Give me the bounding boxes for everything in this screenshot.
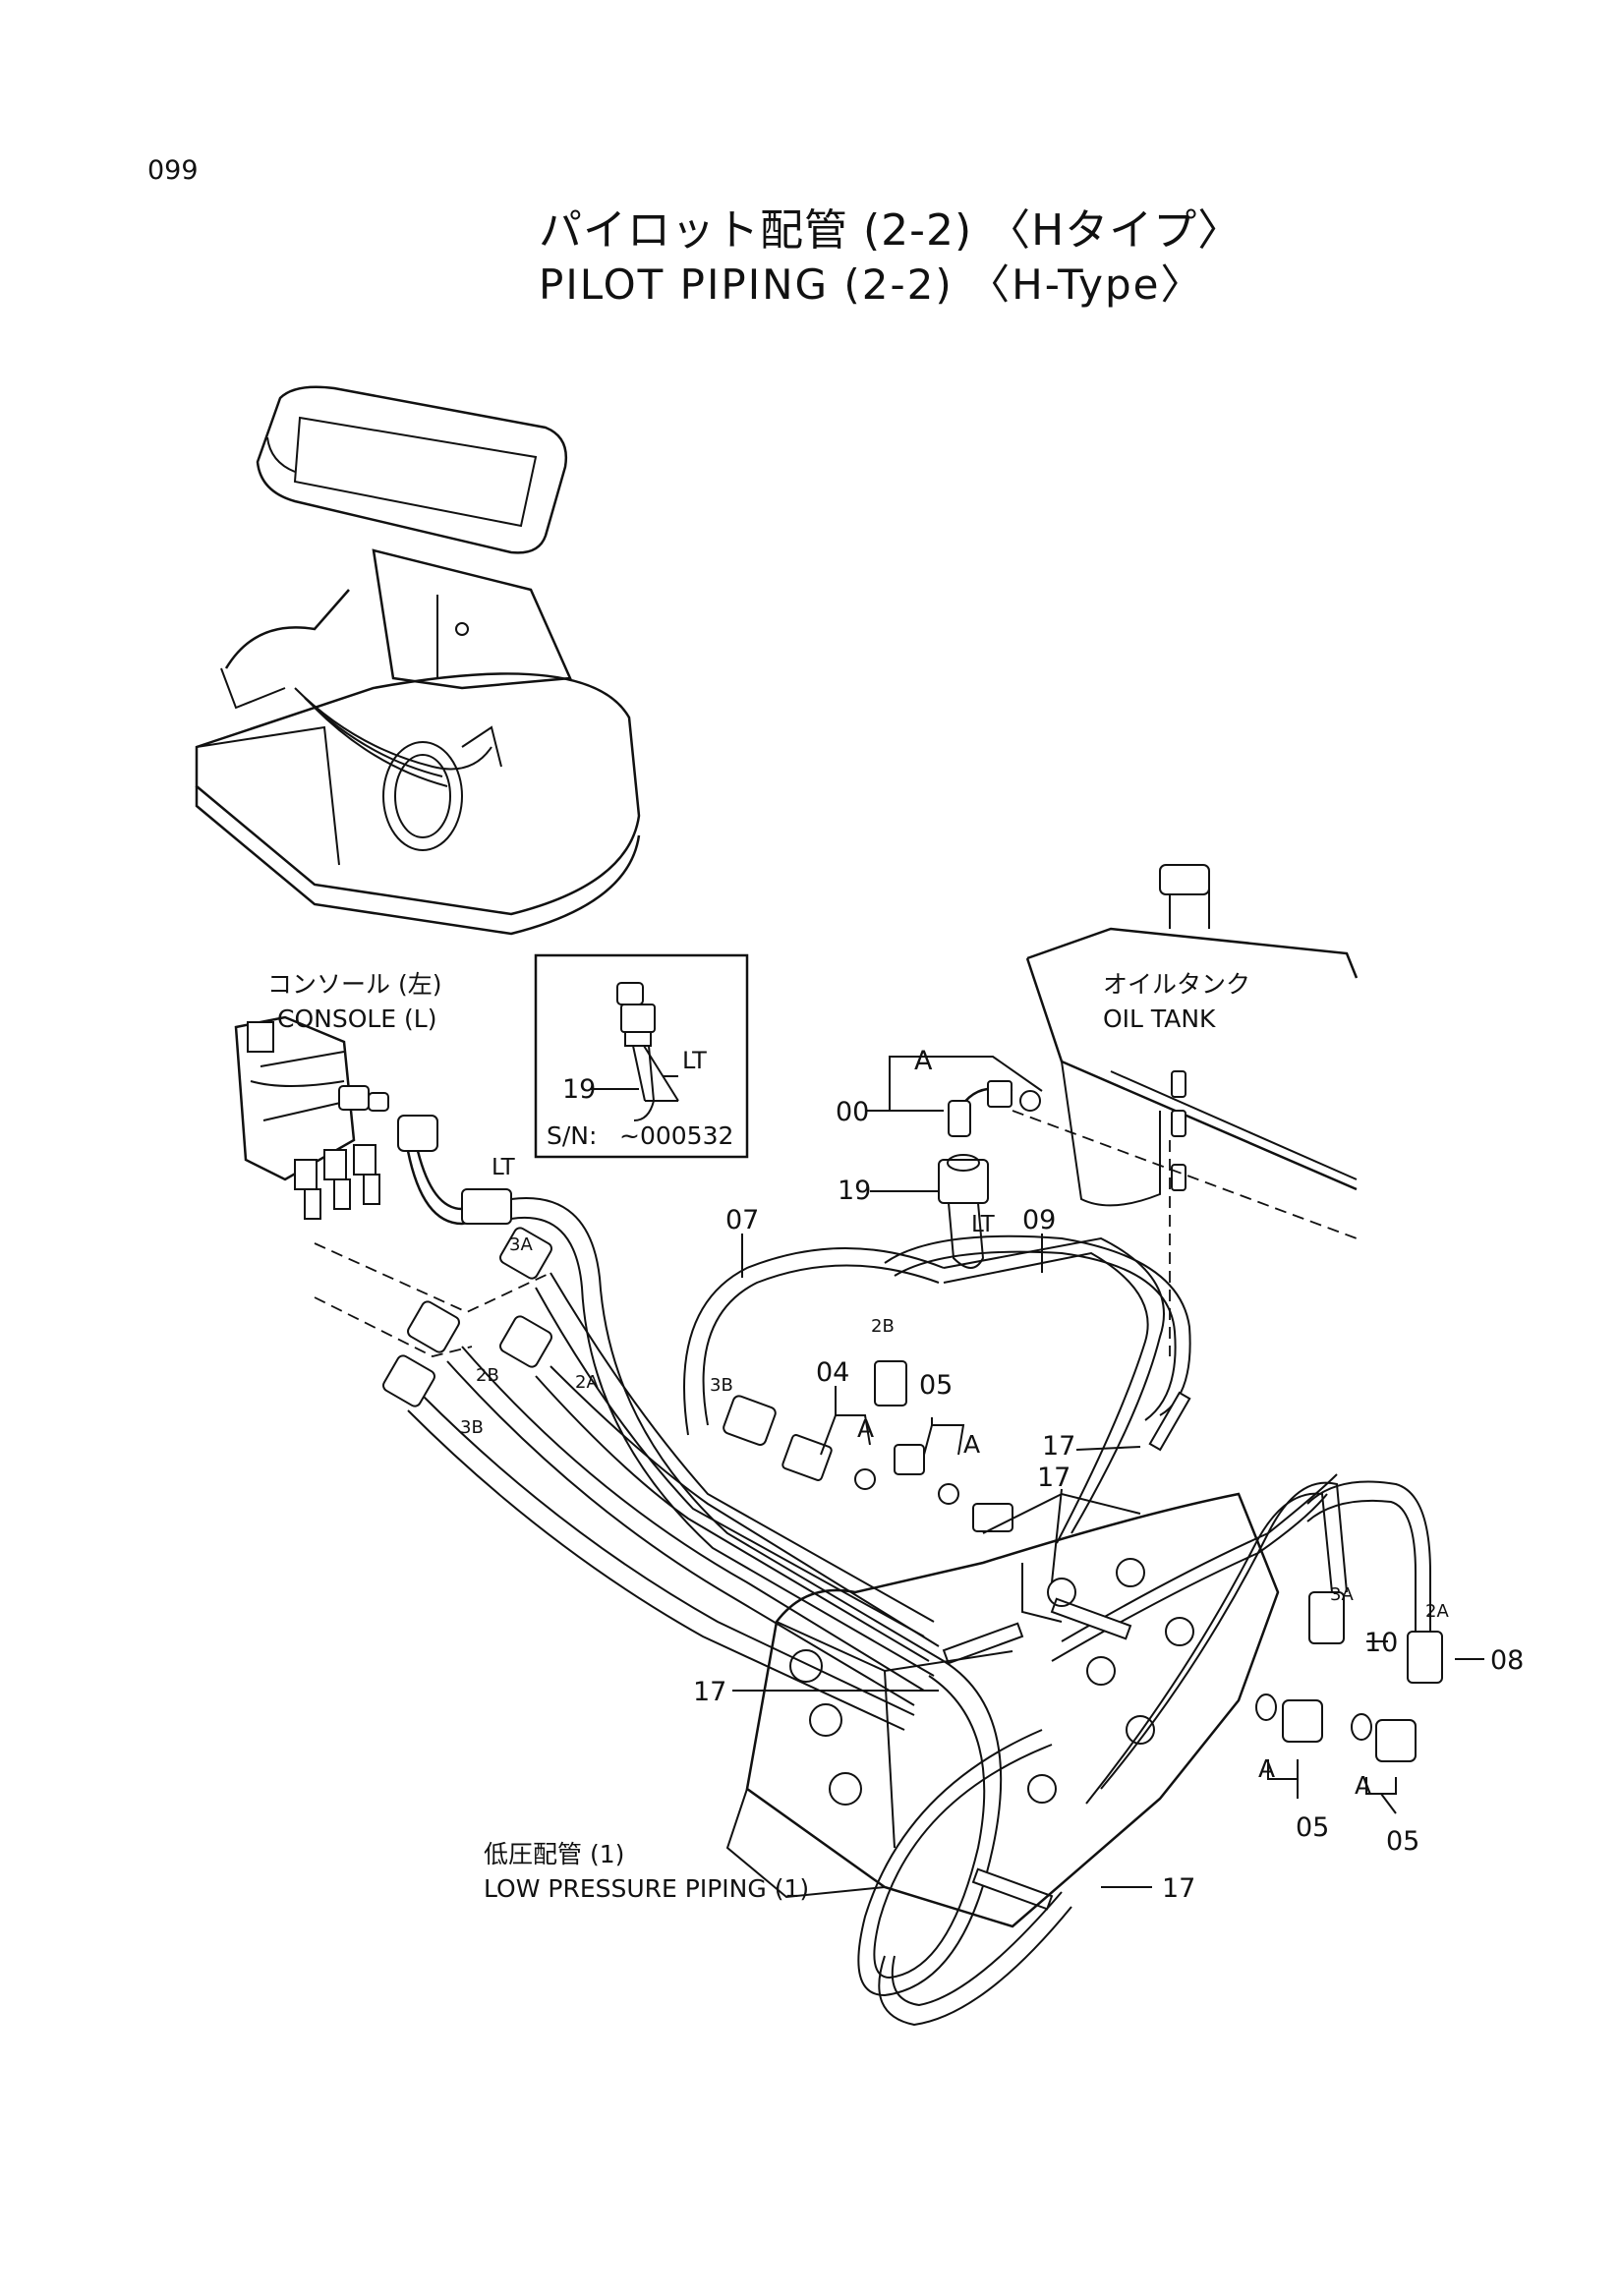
inset-serial-prefix: S/N:	[547, 1121, 597, 1150]
part-number-17-a: 17	[1042, 1431, 1075, 1462]
oil-tank-label-en: OIL TANK	[1103, 1004, 1216, 1033]
low-pressure-label-jp: 低圧配管 (1)	[484, 1840, 624, 1868]
page-title-jp: パイロット配管 (2-2) 〈Hタイプ〉	[539, 205, 1243, 256]
console-left-drawing	[234, 1015, 389, 1220]
page-title-en: PILOT PIPING (2-2) 〈H-Type〉	[539, 260, 1204, 309]
hose-mark-3a-left: 3A	[509, 1234, 533, 1255]
hose-mark-2a-left: 2A	[575, 1372, 599, 1393]
oil-tank-label-jp: オイルタンク	[1103, 970, 1250, 999]
cable-ties	[942, 1391, 1191, 1911]
connector-parts	[781, 1434, 1417, 1762]
console-lt-fitting	[397, 1115, 512, 1226]
low-pressure-label-en: LOW PRESSURE PIPING (1)	[484, 1874, 809, 1903]
hose-bundle	[407, 1197, 1431, 2027]
detail-mark-a-top: A	[914, 1046, 933, 1076]
detail-mark-a-05-right-a: A	[1258, 1754, 1275, 1783]
hose-mark-2a-right: 2A	[1425, 1601, 1449, 1622]
part-number-10: 10	[1364, 1628, 1398, 1658]
part-number-17-b: 17	[1037, 1463, 1070, 1493]
fitting-19	[938, 1154, 989, 1269]
lt-mark-tank: LT	[971, 1212, 996, 1237]
console-dashed-outline	[314, 1242, 551, 1357]
oil-tank-drawing	[1012, 864, 1359, 1356]
hose-mark-3b-left: 3B	[460, 1417, 484, 1438]
control-valve-block	[725, 1492, 1280, 1928]
hose-mark-3b-center: 3B	[710, 1375, 733, 1396]
part-number-19: 19	[838, 1176, 871, 1206]
part-number-04: 04	[816, 1357, 849, 1388]
inset-lt-mark: LT	[682, 1047, 707, 1074]
page-number: 099	[147, 155, 199, 186]
lt-mark-console: LT	[492, 1155, 516, 1180]
console-label-jp: コンソール (左)	[267, 970, 441, 999]
inset-box: LT 19 S/N: ~000532	[534, 953, 749, 1159]
detail-mark-a-05-right-b: A	[1355, 1771, 1371, 1800]
hose-end-fittings	[382, 1227, 1443, 1684]
part-number-17-c: 17	[693, 1677, 726, 1707]
console-label-en: CONSOLE (L)	[277, 1004, 437, 1033]
part-number-07: 07	[725, 1205, 759, 1235]
inset-serial-value: ~000532	[619, 1121, 733, 1150]
part-number-05-center: 05	[919, 1370, 953, 1401]
leader-lines	[732, 1056, 1484, 1888]
part-number-05-right-b: 05	[1386, 1826, 1419, 1857]
part-number-09: 09	[1022, 1205, 1056, 1235]
detail-mark-a-04: A	[857, 1414, 874, 1443]
part-number-00: 00	[836, 1097, 869, 1127]
part-number-05-right-a: 05	[1296, 1812, 1329, 1843]
hose-mark-3a-right: 3A	[1330, 1584, 1354, 1605]
part-number-17-d: 17	[1162, 1873, 1195, 1904]
hose-mark-2b-left: 2B	[476, 1365, 499, 1386]
detail-mark-a-05: A	[963, 1430, 980, 1459]
part-number-08: 08	[1490, 1645, 1524, 1676]
hose-mark-2b-center: 2B	[871, 1316, 895, 1337]
elbow-fitting-00	[948, 1080, 1041, 1137]
text-labels: コンソール (左) CONSOLE (L) オイルタンク OIL TANK 低圧…	[267, 970, 1524, 1904]
machine-overview-drawing	[195, 385, 641, 936]
